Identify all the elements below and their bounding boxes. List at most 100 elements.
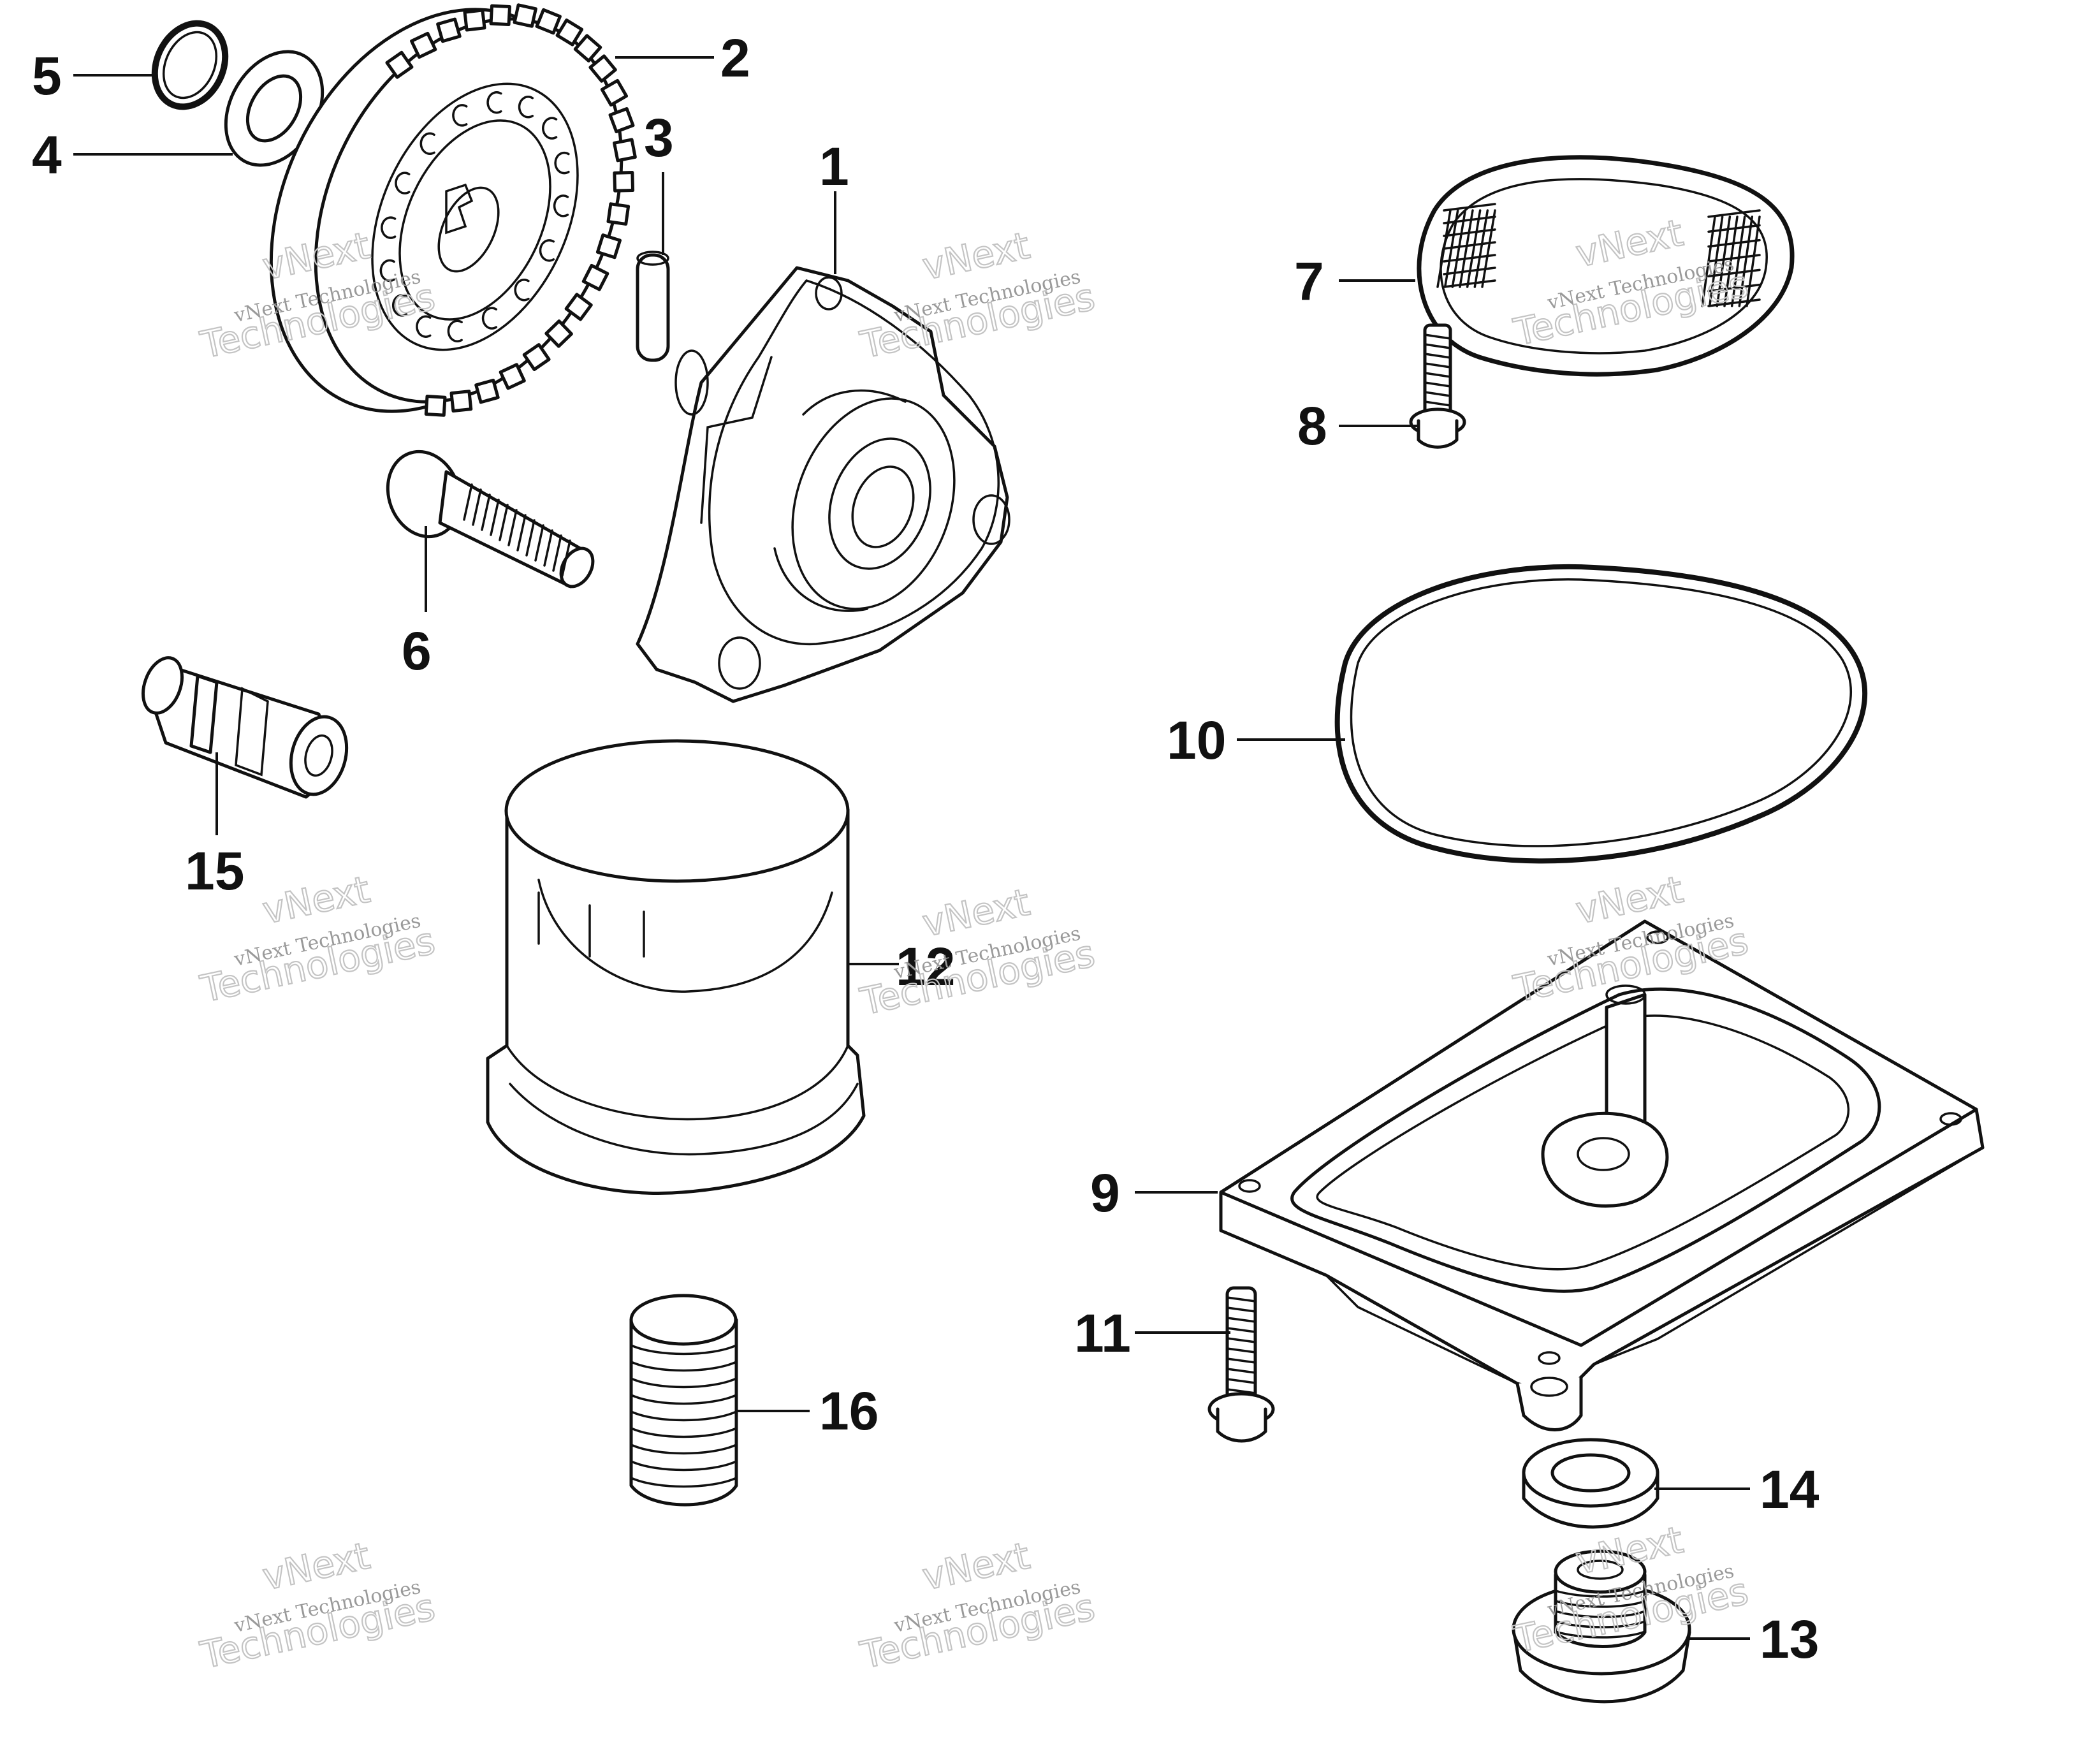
gear-tooth — [449, 390, 473, 413]
thread-line — [1424, 372, 1452, 378]
thread-line — [1424, 381, 1452, 388]
thread-line — [1554, 1610, 1646, 1618]
gear-tooth — [522, 343, 551, 372]
mesh-line — [1481, 209, 1496, 288]
part-11-bolt — [1207, 1286, 1275, 1443]
thread-line — [630, 1377, 738, 1389]
thread-line — [630, 1361, 738, 1372]
part-7-oil-strainer — [1417, 155, 1795, 377]
gear-tooth — [581, 263, 609, 291]
thread-line — [1424, 391, 1452, 397]
gear-tooth — [436, 17, 462, 43]
thread-line — [1424, 333, 1452, 340]
callout-2: 2 — [720, 28, 750, 88]
part-13-drain-plug — [1512, 1549, 1691, 1704]
gear-tooth — [564, 293, 593, 321]
part-12-oil-filter — [486, 739, 866, 1195]
part-14-sealing-washer — [1522, 1438, 1659, 1529]
gear-tooth — [474, 378, 500, 404]
gear-hole — [481, 307, 498, 330]
gear-hole — [381, 216, 397, 239]
thread-line — [1226, 1317, 1257, 1323]
gear-tooth — [499, 363, 526, 390]
callout-14: 14 — [1760, 1459, 1819, 1519]
gear-hole — [542, 117, 558, 140]
part-15-oil-pressure-switch — [142, 656, 349, 799]
thread-line — [1226, 1388, 1257, 1394]
thread-line — [1226, 1296, 1257, 1303]
mesh-line — [1730, 216, 1746, 307]
mesh-line — [1443, 267, 1496, 275]
mesh-line — [1738, 216, 1754, 307]
mesh-line — [1443, 203, 1496, 212]
mesh-line — [1451, 209, 1467, 288]
thread-line — [1424, 362, 1452, 369]
mesh-line — [1716, 216, 1732, 307]
callout-9: 9 — [1090, 1163, 1120, 1223]
callout-16: 16 — [819, 1381, 879, 1441]
part-4-washer — [224, 50, 324, 167]
mesh-line — [1723, 216, 1739, 307]
thread-line — [1554, 1630, 1646, 1639]
mesh-line — [1707, 298, 1761, 307]
part-10-gasket — [1334, 564, 1868, 864]
callout-5: 5 — [32, 46, 62, 106]
thread-line — [630, 1410, 738, 1422]
gear-tooth — [595, 233, 622, 259]
part-9-oil-pan — [1219, 919, 1985, 1431]
gear-tooth — [513, 3, 537, 28]
thread-line — [630, 1444, 738, 1455]
thread-line — [1226, 1378, 1257, 1384]
thread-line — [516, 514, 527, 552]
gear-hole — [554, 151, 570, 175]
gear-hole — [447, 319, 463, 342]
gear-hole — [379, 259, 395, 282]
thread-line — [561, 539, 571, 577]
thread-line — [490, 499, 500, 536]
gear-hole — [452, 104, 468, 127]
thread-line — [630, 1477, 738, 1488]
thread-line — [1554, 1620, 1646, 1628]
mesh-line — [1707, 209, 1761, 218]
gear-tooth — [606, 202, 631, 226]
mesh-line — [1707, 254, 1761, 263]
gear-hole — [553, 194, 569, 217]
callout-12: 12 — [896, 937, 955, 997]
gear-tooth — [608, 106, 635, 134]
gear-tooth — [588, 54, 617, 83]
thread-line — [630, 1344, 738, 1356]
gear-hole — [514, 279, 530, 302]
gear-hole — [486, 91, 502, 114]
callout-6: 6 — [402, 621, 432, 681]
gear-hole — [539, 239, 555, 262]
thread-line — [543, 529, 553, 567]
gear-tooth — [424, 395, 447, 417]
callout-10: 10 — [1167, 710, 1226, 770]
thread-line — [1226, 1347, 1257, 1354]
gear-tooth — [613, 171, 635, 193]
thread-line — [534, 524, 544, 562]
leader-lines — [73, 56, 1750, 1640]
thread-line — [552, 534, 562, 572]
thread-line — [1226, 1368, 1257, 1374]
thread-line — [1424, 353, 1452, 359]
gear-hole — [416, 315, 432, 338]
gear-tooth — [489, 4, 511, 27]
callout-8: 8 — [1297, 396, 1327, 456]
thread-line — [481, 493, 491, 531]
gear-tooth — [573, 34, 602, 62]
thread-line — [1226, 1337, 1257, 1343]
gear-tooth — [410, 31, 437, 59]
gear-tooth — [463, 8, 486, 32]
mesh-line — [1443, 279, 1496, 288]
thread-line — [1226, 1306, 1257, 1313]
callout-7: 7 — [1294, 251, 1324, 311]
callout-11: 11 — [1074, 1303, 1131, 1363]
gear-tooth — [600, 78, 629, 107]
mesh-line — [1466, 209, 1482, 288]
